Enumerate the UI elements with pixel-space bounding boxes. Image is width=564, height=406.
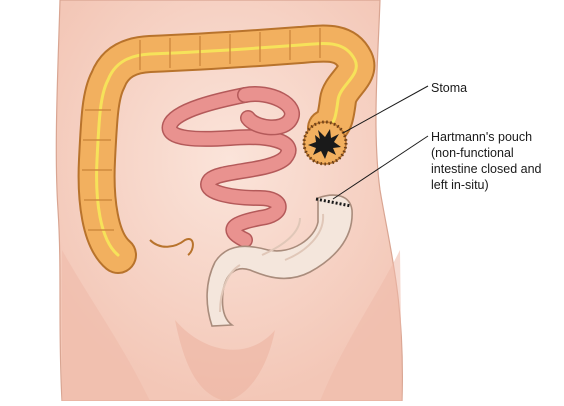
pouch-label-line-4: left in-situ)	[431, 177, 542, 193]
hartmanns-pouch-label: Hartmann's pouch (non-functional intesti…	[431, 129, 542, 193]
pouch-label-line-1: Hartmann's pouch	[431, 129, 542, 145]
pouch-label-line-3: intestine closed and	[431, 161, 542, 177]
pouch-label-line-2: (non-functional	[431, 145, 542, 161]
stoma-label: Stoma	[431, 80, 467, 96]
stoma-illustration	[304, 122, 346, 164]
